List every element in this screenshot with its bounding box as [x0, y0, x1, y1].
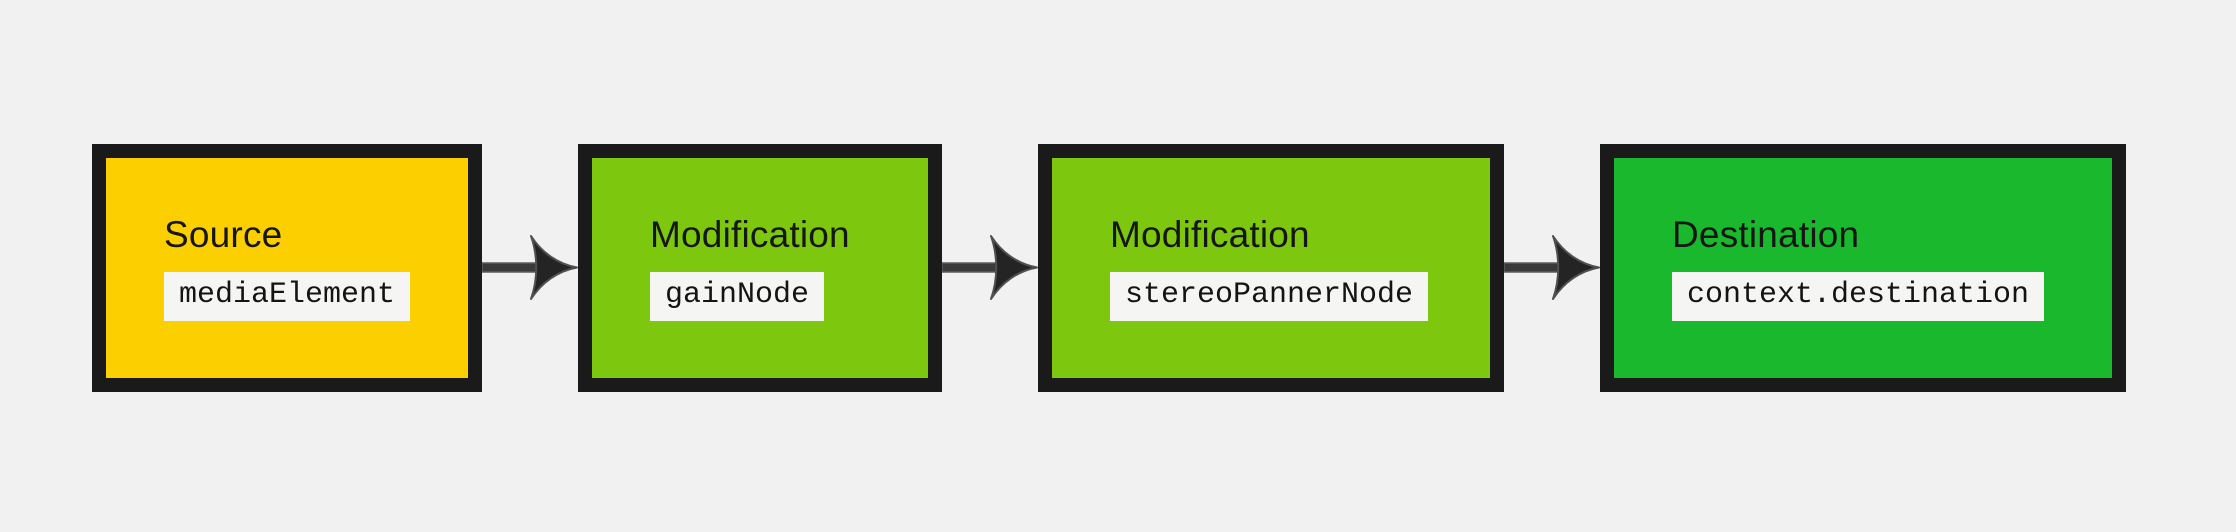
arrow-right-icon — [482, 235, 578, 300]
node-code-chip: gainNode — [650, 272, 825, 322]
node-title: Modification — [650, 213, 850, 255]
node-code-chip: context.destination — [1672, 272, 2045, 322]
node-modification-1: Modification gainNode — [578, 144, 942, 392]
node-modification-2: Modification stereoPannerNode — [1038, 144, 1504, 392]
node-code-chip: mediaElement — [164, 272, 411, 322]
node-source: Source mediaElement — [92, 144, 482, 392]
node-title: Source — [164, 213, 283, 255]
node-title: Modification — [1110, 213, 1310, 255]
node-title: Destination — [1672, 213, 1860, 255]
arrow-right-icon — [942, 235, 1038, 300]
arrow-right-icon — [1504, 235, 1600, 300]
audio-flow-diagram: Source mediaElement Modification gainNod… — [92, 144, 2126, 392]
node-destination: Destination context.destination — [1600, 144, 2126, 392]
node-code-chip: stereoPannerNode — [1110, 272, 1429, 322]
